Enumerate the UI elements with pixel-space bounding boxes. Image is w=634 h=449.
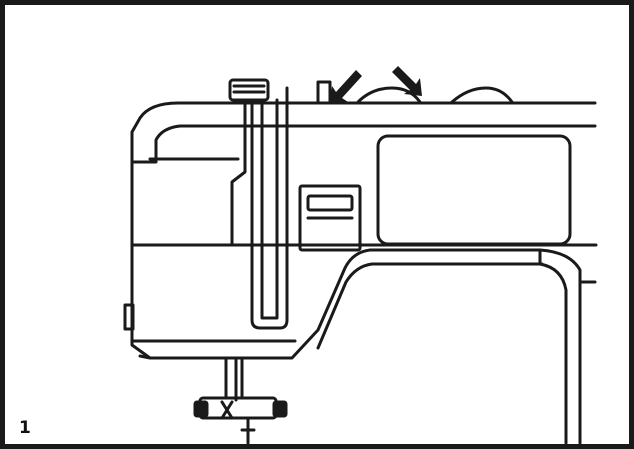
- machine-arm-right: [538, 248, 582, 445]
- spool-pin: [316, 80, 332, 104]
- top-knob: [228, 78, 270, 102]
- front-pillar: [230, 98, 247, 247]
- step-number: 1: [19, 418, 31, 438]
- machine-arm-inner: [316, 262, 544, 350]
- machine-top-cover: [130, 101, 597, 360]
- presser-bar: [224, 356, 244, 400]
- side-tab: [123, 303, 135, 331]
- presser-foot-holder: [198, 396, 278, 420]
- selector-switch: [298, 184, 362, 252]
- arrow-down-left-icon: [330, 70, 362, 104]
- side-panel: [376, 134, 572, 246]
- dial-left: [356, 86, 422, 104]
- machine-shell-edge: [130, 124, 597, 164]
- dial-right: [450, 86, 514, 104]
- needle: [240, 416, 256, 445]
- arrow-down-right-icon: [392, 66, 422, 96]
- needle-bar: [250, 86, 289, 330]
